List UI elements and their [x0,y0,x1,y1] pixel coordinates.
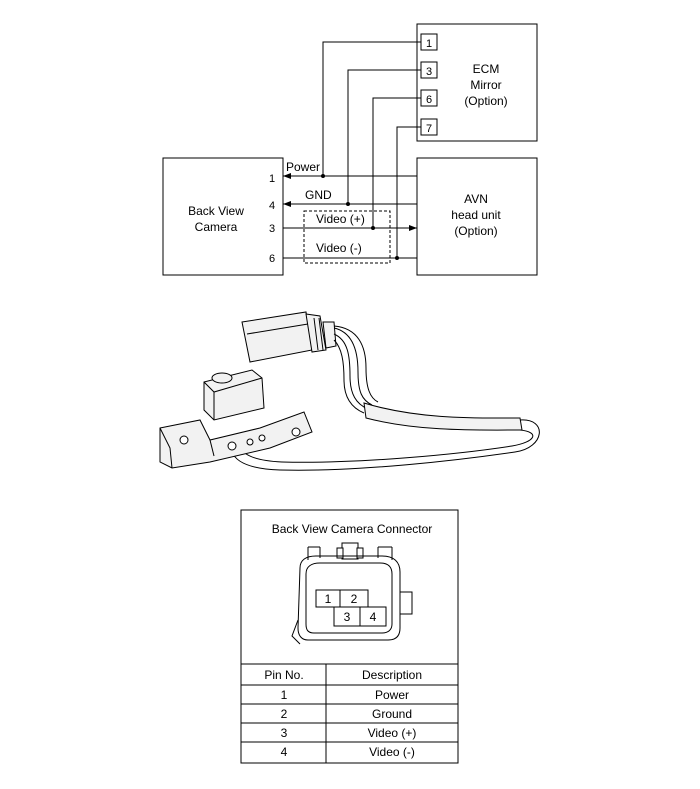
avn-label-line-2: head unit [451,208,501,222]
table-row-pin: 1 [281,688,288,702]
camera-label-line-1: Back View [188,204,244,218]
video-neg-label: Video (-) [316,241,362,255]
power-arrow [283,173,291,179]
shielded-pair-box [303,210,391,264]
gnd-label: GND [305,188,332,202]
harness-connector-plug [241,311,313,363]
ecm-pin1-branch [322,41,421,176]
avn-label-line-3: (Option) [454,224,497,238]
avn-label-line-1: AVN [464,192,488,206]
ecm-label-line-3: (Option) [464,94,507,108]
camera-pin-1: 1 [269,173,275,185]
harness-sheath [363,402,523,431]
junction-dot [371,226,375,230]
camera-bracket [159,411,313,469]
table-row-pin: 2 [281,707,288,721]
ecm-pin-3: 3 [426,66,432,78]
ecm-pin-6: 6 [426,94,432,106]
face-pin-4: 4 [370,610,377,624]
video-pos-arrow [409,225,417,231]
ecm-label-line-1: ECM [473,62,500,76]
ecm-pin6-branch [372,97,421,228]
pin-table: Pin No. Description 1 Power 2 Ground 3 V… [241,663,458,763]
table-row-description: Power [375,688,409,702]
table-row-pin: 3 [281,726,288,740]
junction-dot [395,256,399,260]
ecm-pin-7: 7 [426,123,432,135]
camera-harness-illustration [159,311,540,471]
camera-pin-4: 4 [269,200,275,212]
ecm-pin3-branch [347,69,421,204]
power-label: Power [286,160,320,174]
ecm-pin7-branch [396,126,421,258]
gnd-arrow [283,201,291,207]
junction-dot [346,202,350,206]
face-pin-3: 3 [344,610,351,624]
table-header-description: Description [362,668,422,682]
table-row-description: Video (+) [368,726,417,740]
face-pin-1: 1 [325,592,332,606]
connector-face: 1 2 3 4 [291,542,413,645]
avn-head-unit-box [416,157,538,276]
camera-pin-6: 6 [269,253,275,265]
wiring-schematic: ECM Mirror (Option) 1 3 6 7 AVN head uni… [162,23,538,276]
ecm-pin-1: 1 [426,38,432,50]
connector-panel: Back View Camera Connector 1 2 3 4 [240,509,459,764]
table-row-pin: 4 [281,745,288,759]
camera-label-line-2: Camera [195,220,238,234]
harness-cable [231,419,540,471]
table-header-pin: Pin No. [264,668,303,682]
table-row-description: Ground [372,707,412,721]
junction-dot [321,174,325,178]
connector-title: Back View Camera Connector [272,522,433,536]
face-pin-2: 2 [351,592,358,606]
back-view-camera-box [162,157,284,276]
ecm-label-line-2: Mirror [470,78,501,92]
table-row-description: Video (-) [369,745,415,759]
video-pos-label: Video (+) [316,212,365,226]
camera-pin-3: 3 [269,223,275,235]
